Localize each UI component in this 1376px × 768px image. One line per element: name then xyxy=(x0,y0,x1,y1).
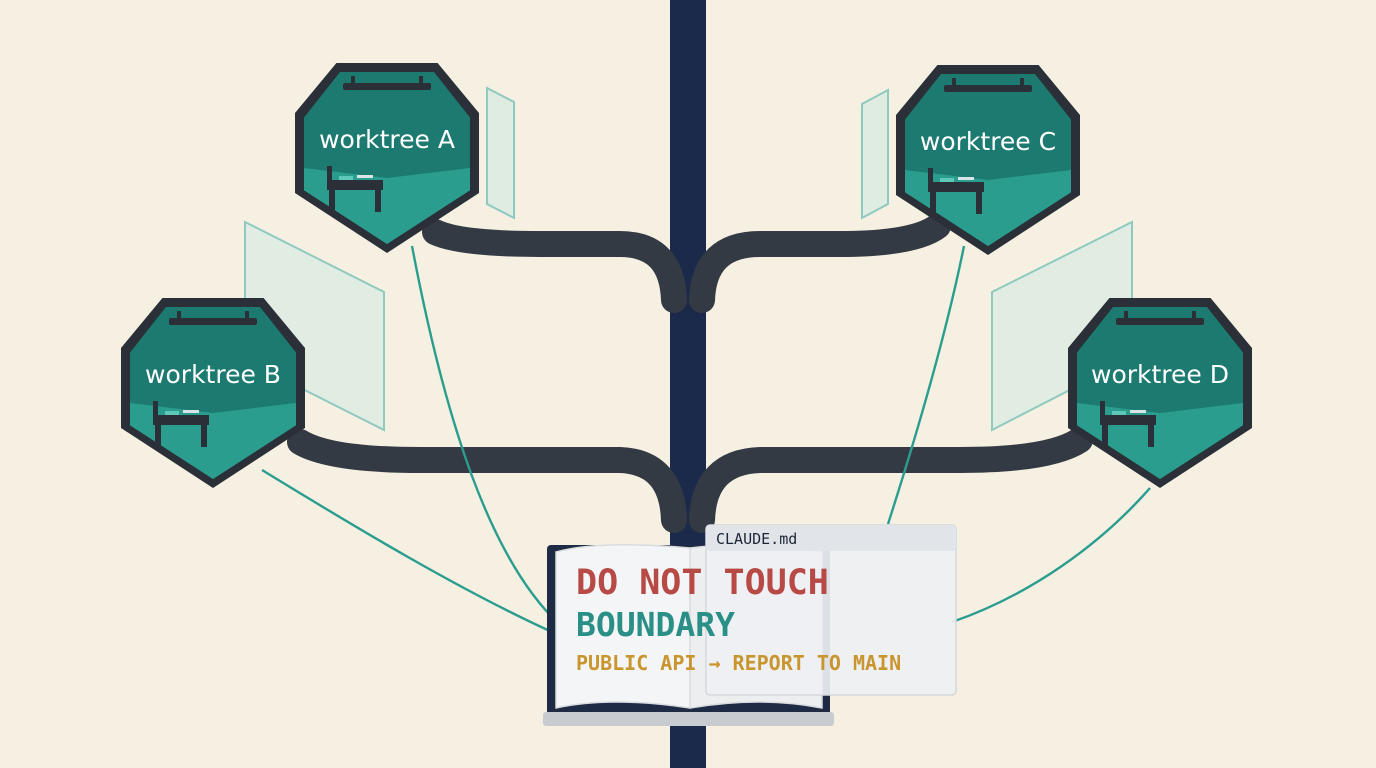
workbench-icon xyxy=(928,168,984,214)
worktree-label-a: worktree A xyxy=(319,125,455,154)
branch-c xyxy=(689,213,951,313)
ceiling-light-icon xyxy=(343,83,431,90)
book-base xyxy=(543,712,834,726)
card-line-do-not-touch: DO NOT TOUCH xyxy=(576,563,829,603)
ceiling-light-icon xyxy=(1116,318,1204,325)
light-hanger xyxy=(245,311,249,320)
branch-d xyxy=(689,427,1093,533)
light-hanger xyxy=(1020,78,1024,87)
connector-b xyxy=(261,468,553,634)
connector-d xyxy=(951,487,1151,624)
light-hanger xyxy=(1192,311,1196,320)
worktree-room-d[interactable]: worktree D xyxy=(1068,298,1252,488)
glass-panel-a xyxy=(486,86,515,220)
card-tab-title: CLAUDE.md xyxy=(716,530,797,548)
worktree-room-c[interactable]: worktree C xyxy=(896,65,1080,255)
worktree-label-c: worktree C xyxy=(920,127,1056,156)
branches xyxy=(287,213,1093,533)
claude-md-card: CLAUDE.md DO NOT TOUCH BOUNDARY PUBLIC A… xyxy=(543,524,957,726)
light-hanger xyxy=(1124,311,1128,320)
worktree-room-a[interactable]: worktree A xyxy=(295,63,479,253)
card-line-public-api: PUBLIC API → REPORT TO MAIN xyxy=(576,651,901,675)
glass-panel-c xyxy=(861,88,889,220)
ceiling-light-icon xyxy=(944,85,1032,92)
branch-a xyxy=(422,219,687,313)
connector-a xyxy=(410,245,561,626)
light-hanger xyxy=(351,76,355,85)
worktree-room-b[interactable]: worktree B xyxy=(121,298,305,488)
card-line-boundary: BOUNDARY xyxy=(576,605,735,644)
workbench-icon xyxy=(327,166,383,212)
light-hanger xyxy=(952,78,956,87)
light-hanger xyxy=(419,76,423,85)
workbench-icon xyxy=(1100,401,1156,447)
worktree-label-d: worktree D xyxy=(1091,360,1229,389)
worktree-label-b: worktree B xyxy=(145,360,281,389)
branch-b xyxy=(287,429,687,533)
connector-c xyxy=(886,245,966,525)
ceiling-light-icon xyxy=(169,318,257,325)
card-tab-bar xyxy=(706,525,956,551)
light-hanger xyxy=(177,311,181,320)
workbench-icon xyxy=(153,401,209,447)
glass-panels xyxy=(244,86,1133,432)
connectors xyxy=(261,245,1151,634)
worktree-rooms: worktree A worktree B worktree C worktree D xyxy=(121,63,1252,488)
